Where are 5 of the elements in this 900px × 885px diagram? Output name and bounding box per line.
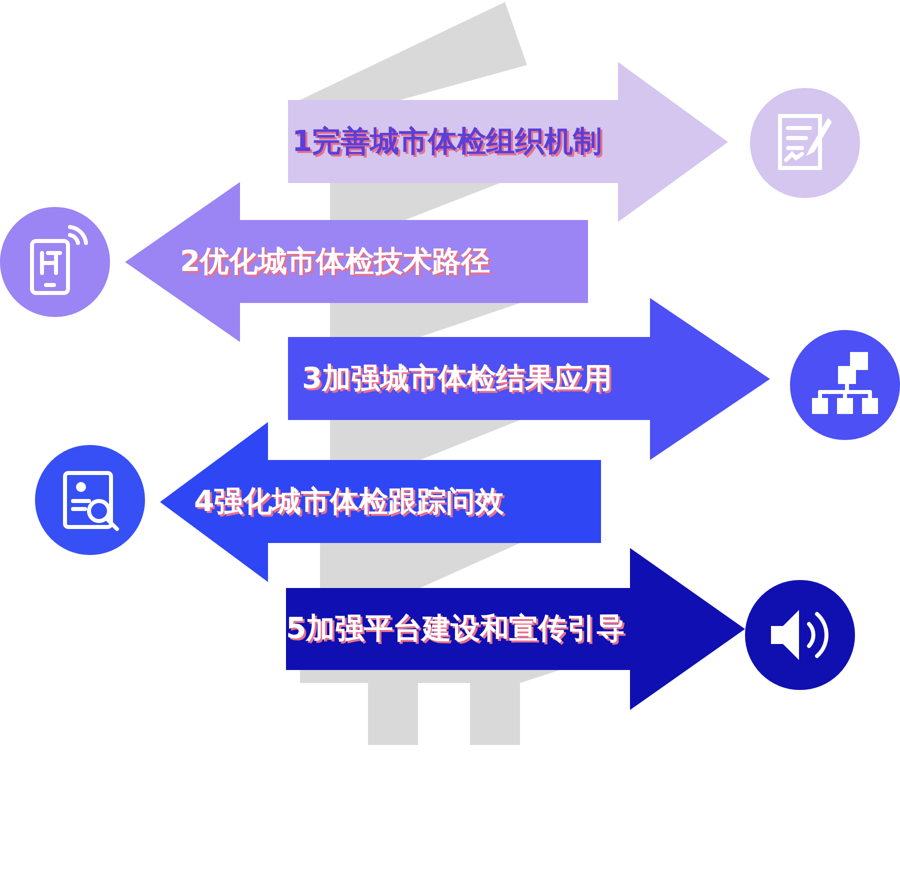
arrow-label: 2优化城市体检技术路径 bbox=[180, 247, 490, 276]
arrow-label: 1完善城市体检组织机制 bbox=[292, 127, 602, 156]
arrow-label: 3加强城市体检结果应用 bbox=[302, 364, 612, 393]
arrow-label: 4强化城市体检跟踪问效 bbox=[194, 487, 504, 516]
arrow-label: 5加强平台建设和宣传引导 bbox=[286, 614, 626, 643]
